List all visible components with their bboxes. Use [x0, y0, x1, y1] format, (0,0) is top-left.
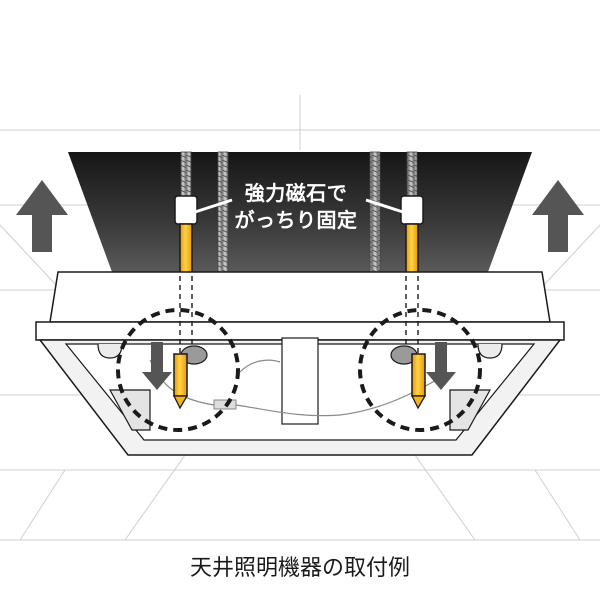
callout-line-2: がっちり固定: [234, 208, 358, 232]
up-arrow-icon: [16, 180, 68, 252]
highlight-circles: [116, 308, 482, 432]
mount-left: [172, 345, 208, 410]
mount-right: [390, 345, 427, 410]
magnet-icon: [400, 195, 424, 277]
magnet-icon: [174, 195, 198, 277]
up-arrow-icon: [532, 180, 584, 252]
callout-line-1: 強力磁石で: [244, 181, 348, 205]
guide-lines: [179, 276, 419, 355]
down-arrow-icon: [142, 342, 172, 390]
callout-text: 強力磁石で がっちり固定: [216, 180, 376, 234]
figure-caption: 天井照明機器の取付例: [189, 556, 410, 581]
down-arrow-icon: [426, 342, 456, 390]
callout-leaders: [194, 198, 404, 214]
fixture-frame: [35, 271, 565, 341]
